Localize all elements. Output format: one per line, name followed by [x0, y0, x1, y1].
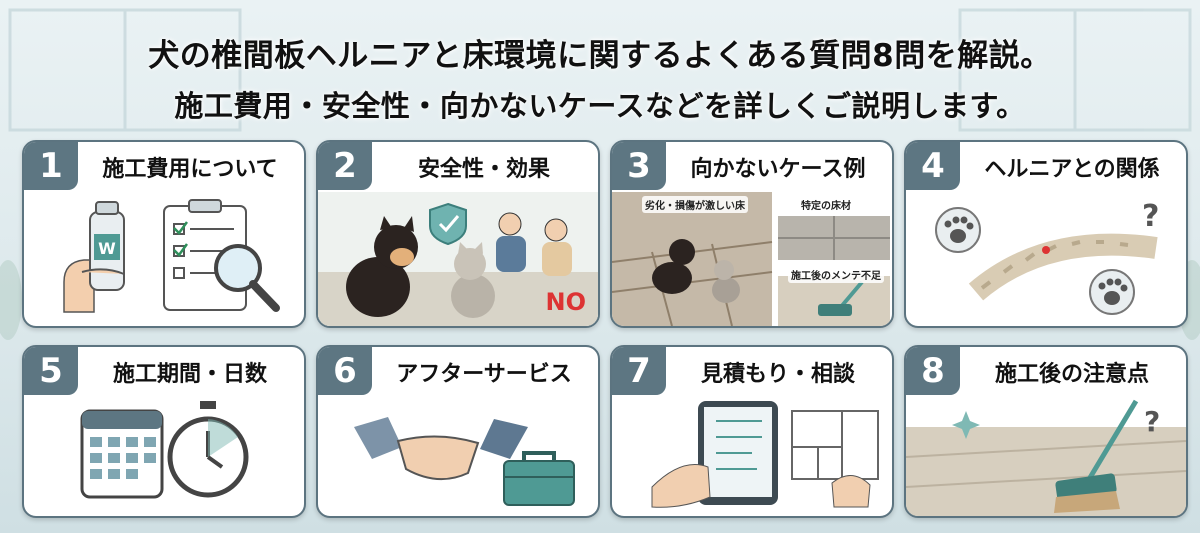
card-illustration: W: [63, 199, 280, 313]
faq-card-7[interactable]: 7 見積もり・相談: [610, 345, 894, 518]
shield-check-icon: [429, 202, 467, 246]
card-number: 5: [24, 347, 78, 395]
faq-card-3[interactable]: 3 向かないケース例 劣化・損傷が激しい床 特定の床材 施工後のメンテ不足: [610, 140, 894, 328]
calendar-icon: [80, 409, 164, 499]
card-number: 3: [612, 142, 666, 190]
card-number: 2: [318, 142, 372, 190]
card-illustration: [612, 192, 890, 326]
page-title: 犬の椎間板ヘルニアと床環境に関するよくある質問8問を解説。: [148, 38, 1052, 74]
card-number: 6: [318, 347, 372, 395]
case-label-maintenance: 施工後のメンテ不足: [788, 266, 884, 283]
card-title: 施工期間・日数: [112, 362, 267, 387]
tile-floor-icon: [778, 216, 890, 260]
toolbox-icon: [503, 451, 575, 506]
card-title: 施工費用について: [102, 157, 278, 182]
faq-card-2[interactable]: 2 安全性・効果 NO: [316, 140, 600, 328]
stopwatch-icon: [167, 401, 249, 498]
floorplan-icon: [791, 410, 879, 508]
case-label-worn-floor: 劣化・損傷が激しい床: [642, 196, 748, 213]
paw-icon: [935, 207, 1135, 315]
question-icon: ?: [1142, 199, 1159, 234]
card-title: ヘルニアとの関係: [984, 157, 1160, 182]
handshake-icon: [354, 417, 528, 481]
card-illustration: [318, 192, 598, 326]
worn-floor-icon: [612, 192, 773, 326]
sparkle-icon: [952, 411, 980, 439]
shiba-dog-icon: [346, 216, 418, 317]
card-title: 向かないケース例: [690, 157, 866, 182]
bottle-label: W: [98, 239, 116, 258]
card-number: 1: [24, 142, 78, 190]
card-illustration: [354, 417, 575, 506]
magnifier-icon: [214, 244, 280, 312]
no-badge: NO: [545, 288, 587, 316]
card-title: アフターサービス: [396, 362, 572, 387]
card-illustration: ?: [935, 199, 1159, 315]
faq-card-5[interactable]: 5 施工期間・日数: [22, 345, 306, 518]
card-title: 施工後の注意点: [994, 362, 1149, 387]
faq-card-6[interactable]: 6 アフターサービス: [316, 345, 600, 518]
hand-bottle-icon: W: [63, 201, 125, 313]
faq-card-4[interactable]: 4 ヘルニアとの関係 ?: [904, 140, 1188, 328]
card-title: 安全性・効果: [417, 157, 550, 182]
faq-card-8[interactable]: 8 施工後の注意点 ?: [904, 345, 1188, 518]
card-illustration: [80, 401, 249, 499]
spine-icon: [968, 233, 1158, 301]
question-icon: ?: [1144, 405, 1160, 438]
faq-card-1[interactable]: 1 施工費用について W: [22, 140, 306, 328]
card-number: 8: [906, 347, 960, 395]
tablet-icon: [651, 401, 778, 508]
cat-icon: [451, 242, 495, 318]
case-label-specific-floor: 特定の床材: [798, 196, 854, 213]
page-subtitle: 施工費用・安全性・向かないケースなどを詳しくご説明します。: [174, 89, 1026, 123]
broom-icon: [1054, 399, 1139, 513]
family-icon: [496, 212, 572, 276]
card-number: 7: [612, 347, 666, 395]
broom-icon: [778, 276, 890, 326]
card-number: 4: [906, 142, 960, 190]
card-title: 見積もり・相談: [700, 362, 855, 387]
card-illustration: ?: [906, 399, 1186, 516]
card-illustration: [651, 401, 879, 508]
